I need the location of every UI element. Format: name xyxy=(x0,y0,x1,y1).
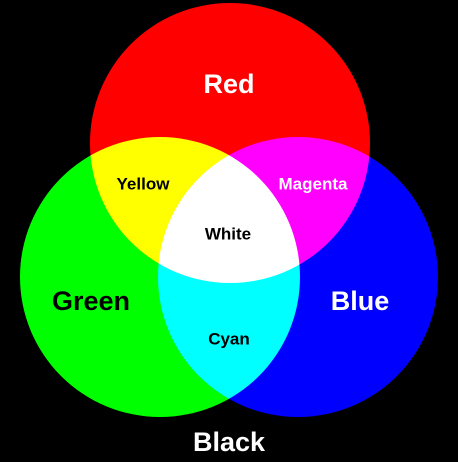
label-red: Red xyxy=(203,69,254,99)
label-magenta: Magenta xyxy=(279,174,349,193)
label-black: Black xyxy=(193,427,266,457)
color-circles xyxy=(20,3,438,417)
label-white: White xyxy=(205,224,251,243)
label-yellow: Yellow xyxy=(117,174,171,193)
label-cyan: Cyan xyxy=(208,329,250,348)
label-green: Green xyxy=(52,286,130,316)
blue-circle xyxy=(158,137,438,417)
label-blue: Blue xyxy=(331,286,390,316)
